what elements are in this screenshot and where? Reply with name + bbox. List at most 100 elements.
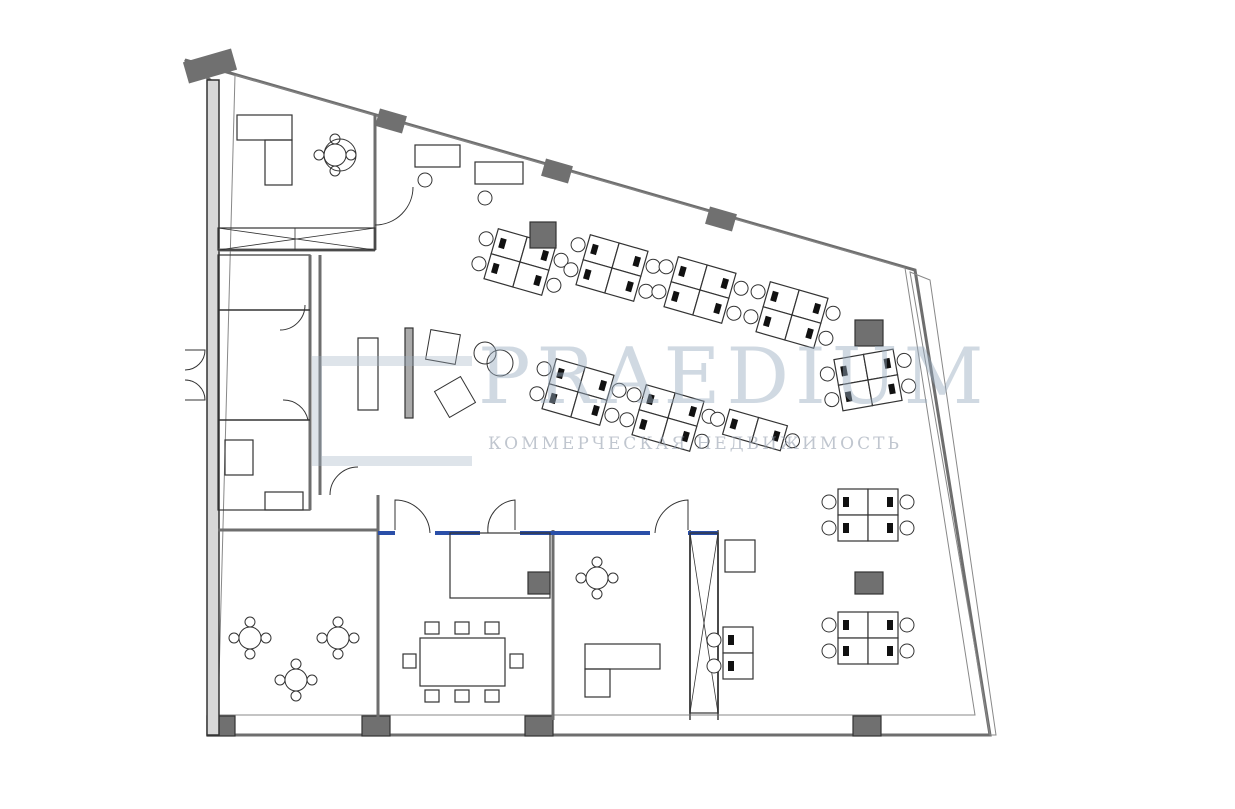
desk xyxy=(722,626,754,654)
watermark-logo xyxy=(312,356,472,466)
chair xyxy=(509,653,524,669)
chair xyxy=(313,149,325,161)
monitor xyxy=(646,393,655,406)
chair xyxy=(651,284,667,300)
chair xyxy=(348,632,360,644)
desk xyxy=(692,289,730,325)
chair xyxy=(244,648,256,660)
round-table xyxy=(284,668,308,692)
monitor xyxy=(556,367,565,380)
desk xyxy=(584,668,611,698)
chair xyxy=(821,494,837,510)
chair xyxy=(626,387,642,403)
round-table xyxy=(238,626,262,650)
desk xyxy=(837,514,869,542)
chair xyxy=(477,190,493,206)
workstation-cluster xyxy=(529,357,627,427)
monitor xyxy=(887,620,893,630)
chair xyxy=(824,392,840,408)
chair xyxy=(899,617,915,633)
pillar xyxy=(375,108,407,134)
monitor xyxy=(720,277,729,290)
chair xyxy=(332,648,344,660)
monitor xyxy=(843,523,849,533)
desk xyxy=(867,514,899,542)
chair xyxy=(306,674,318,686)
chair xyxy=(658,259,674,275)
chair xyxy=(591,588,603,600)
coffee-table xyxy=(473,341,497,365)
watermark-tagline: КОММЕРЧЕСКАЯ НЕДВИЖИМОСТЬ xyxy=(488,434,902,454)
desk xyxy=(837,488,869,516)
desk xyxy=(837,637,869,665)
chair xyxy=(484,621,500,635)
desk xyxy=(867,488,899,516)
storage-room xyxy=(449,532,551,599)
monitor xyxy=(491,262,500,275)
pillar xyxy=(852,715,882,737)
chair xyxy=(290,658,302,670)
chair xyxy=(750,284,766,300)
storage-hatch xyxy=(217,227,376,251)
entrance-door xyxy=(184,349,206,401)
sink xyxy=(264,491,304,511)
chair xyxy=(899,520,915,536)
chair xyxy=(819,366,835,382)
office-round-table xyxy=(323,143,347,167)
workstation-cluster xyxy=(706,626,754,680)
chair xyxy=(417,172,433,188)
monitor xyxy=(713,302,722,315)
monitor xyxy=(844,391,853,403)
chair xyxy=(818,330,834,346)
monitor xyxy=(533,274,542,287)
chair xyxy=(706,658,722,674)
left-wall xyxy=(206,79,220,736)
pillar xyxy=(527,571,551,595)
chair xyxy=(619,412,635,428)
bathroom-block xyxy=(217,254,311,511)
monitor xyxy=(843,646,849,656)
desk xyxy=(660,417,698,453)
chair xyxy=(710,411,726,427)
chair xyxy=(316,632,328,644)
monitor xyxy=(583,268,592,281)
pillar xyxy=(854,571,884,595)
monitor xyxy=(770,290,779,303)
armchair xyxy=(425,329,461,365)
chair xyxy=(484,689,500,703)
chair xyxy=(899,494,915,510)
round-table xyxy=(323,138,357,172)
chair xyxy=(424,621,440,635)
pillar xyxy=(524,715,554,737)
chair xyxy=(228,632,240,644)
round-table xyxy=(326,626,350,650)
monitor xyxy=(887,497,893,507)
chair xyxy=(260,632,272,644)
desk xyxy=(867,374,903,407)
monitor xyxy=(671,290,680,303)
chair xyxy=(329,133,341,145)
chair xyxy=(591,556,603,568)
hatch-corridor xyxy=(689,532,719,714)
chair xyxy=(563,262,579,278)
chair xyxy=(604,407,620,423)
window-line xyxy=(217,74,976,716)
workstation-cluster xyxy=(819,348,917,412)
monitor xyxy=(843,497,849,507)
monitor xyxy=(681,430,690,443)
monitor xyxy=(591,404,600,417)
pillar xyxy=(361,715,391,737)
monitor xyxy=(540,249,549,262)
workstation-cluster xyxy=(651,255,749,325)
door-swing xyxy=(374,186,414,226)
pillar xyxy=(854,319,884,347)
desk xyxy=(414,144,461,168)
chair xyxy=(553,252,569,268)
chair xyxy=(726,305,742,321)
chair xyxy=(575,572,587,584)
desk xyxy=(512,261,550,297)
meeting-table xyxy=(419,637,506,687)
desk xyxy=(236,114,293,141)
